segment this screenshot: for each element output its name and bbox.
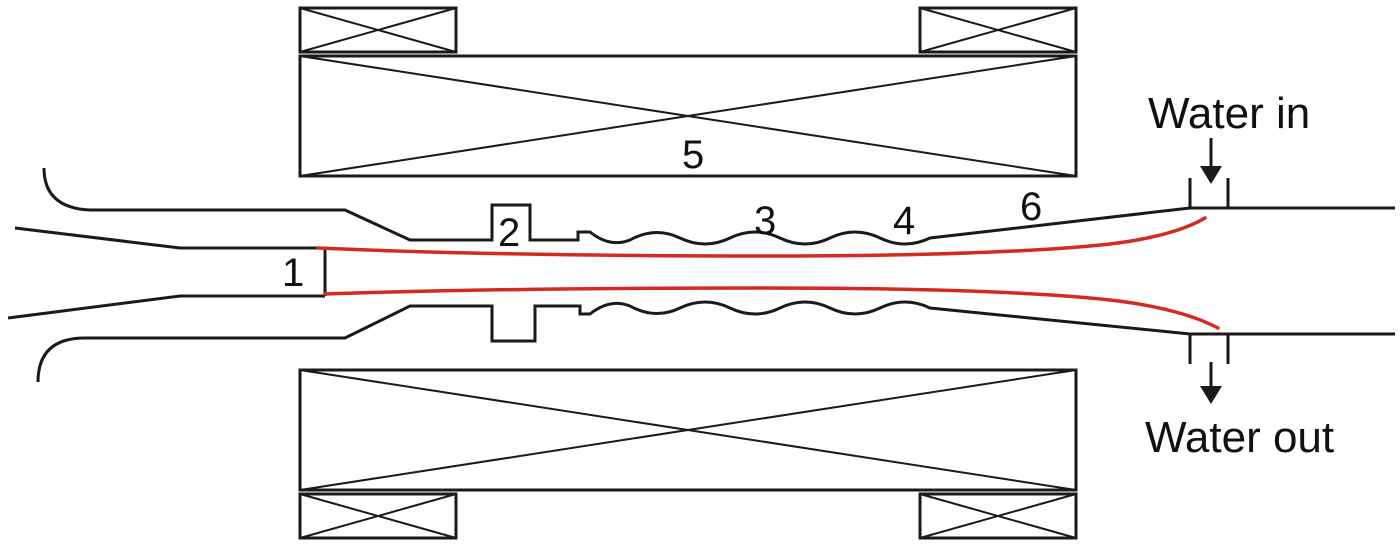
label-3: 3	[754, 199, 776, 243]
water-out-arrow-icon	[1200, 362, 1222, 404]
water-in-label: Water in	[1148, 89, 1310, 138]
bottom-right-coil	[918, 492, 1078, 540]
bottom-inner-wall	[7, 294, 325, 320]
label-5: 5	[682, 133, 704, 177]
water-out-label: Water out	[1145, 413, 1334, 462]
water-outlet-port	[1188, 334, 1230, 364]
label-6: 6	[1020, 185, 1042, 229]
bottom-magnet	[298, 368, 1078, 492]
label-2: 2	[498, 211, 520, 255]
label-4: 4	[893, 199, 915, 243]
top-magnet	[298, 54, 1078, 178]
water-in-arrow-icon	[1200, 138, 1222, 184]
top-inner-wall	[14, 226, 327, 296]
bottom-tube-wall	[36, 300, 1395, 383]
electron-beam-top-edge	[316, 216, 1207, 258]
label-1: 1	[282, 251, 304, 295]
bottom-left-coil	[298, 492, 458, 540]
electron-beam-bottom-edge	[323, 286, 1220, 330]
top-tube-wall	[42, 167, 1395, 246]
top-left-coil	[298, 6, 458, 54]
top-right-coil	[918, 6, 1078, 54]
water-inlet-port	[1188, 178, 1230, 208]
